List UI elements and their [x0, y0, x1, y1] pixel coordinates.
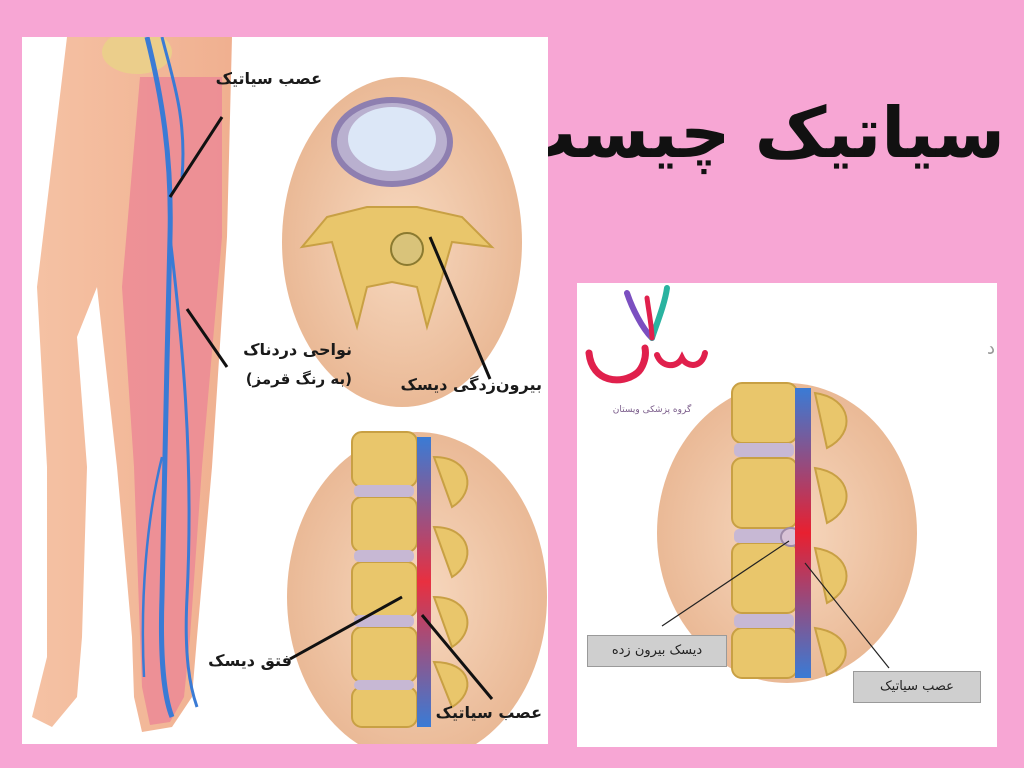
vistan-logo-icon: [585, 285, 708, 384]
label-painful-areas: نواحی دردناک: [243, 340, 352, 359]
right-illustration-panel: گروه پزشکی ویستان د دیسک بیرون زده عصب س…: [577, 283, 997, 747]
leader-line-painful: [185, 308, 229, 368]
leader-line-herniation: [289, 595, 403, 661]
leader-line-sciatic-top: [168, 116, 224, 198]
label-protruding-disc: دیسک بیرون زده: [587, 635, 727, 667]
left-illustration-panel: عصب سیاتیک نواحی دردناک (به رنگ قرمز) بی…: [22, 37, 548, 744]
label-disc-protrusion: بیرون‌زدگی دیسک: [400, 375, 542, 394]
painful-area-red: [122, 77, 222, 725]
disc-cross-section-circle: [282, 77, 522, 407]
sciatica-anatomy-illustration: [32, 37, 547, 744]
logo-tagline: گروه پزشکی ویستان: [612, 405, 692, 415]
edge-glyph: د: [986, 338, 995, 359]
leader-line-disc-protrusion: [428, 236, 492, 380]
leader-line-sciatic-nerve: [804, 562, 890, 669]
label-sciatic-nerve-bottom: عصب سیاتیک: [435, 703, 542, 722]
leader-line-sciatic-bottom: [420, 614, 494, 700]
label-sciatic-nerve: عصب سیاتیک: [853, 671, 981, 703]
sciatic-nerve-canal: [795, 388, 811, 678]
leader-line-protruding-disc: [661, 540, 790, 627]
label-disc-herniation: فتق دیسک: [208, 651, 292, 670]
spine-side-circle: [287, 431, 547, 744]
label-sciatic-nerve-top: عصب سیاتیک: [215, 69, 322, 88]
label-painful-areas-color: (به رنگ قرمز): [245, 370, 352, 388]
legs-figure: [32, 37, 232, 732]
spine-nerve-illustration: [585, 285, 917, 683]
page-title: سیاتیک چیست؟: [465, 92, 1005, 174]
sciatic-nerve-path: [144, 37, 175, 718]
